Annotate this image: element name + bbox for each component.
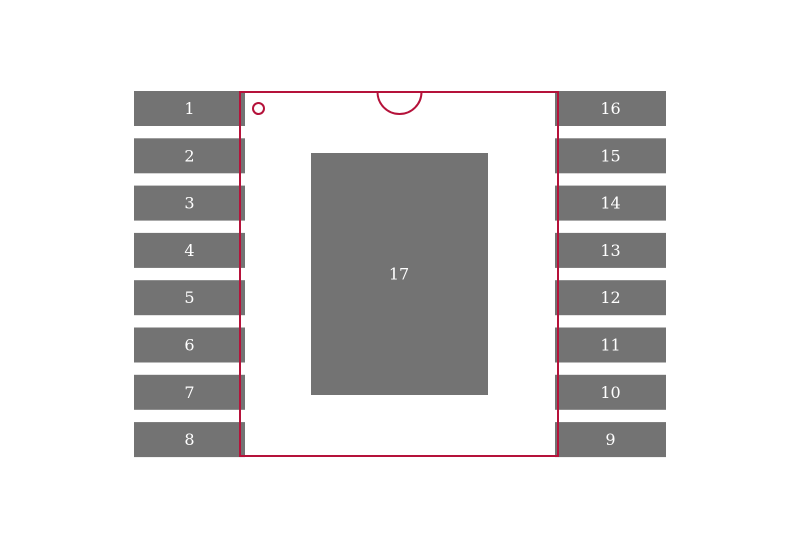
package-body-outline	[239, 91, 559, 457]
pin-pad	[134, 280, 245, 316]
pin-pad	[134, 185, 245, 221]
pin-pad	[555, 280, 666, 316]
pin-pad	[555, 422, 666, 458]
pin-pad	[555, 232, 666, 268]
pin-number-label: 5	[184, 288, 194, 307]
pin-pad	[134, 91, 245, 126]
pin-number-label: 3	[184, 194, 194, 213]
pin-pad	[555, 138, 666, 174]
pin-pad	[134, 138, 245, 174]
pin-pad	[134, 374, 245, 410]
pin-pad	[555, 185, 666, 221]
pin-number-label: 12	[600, 288, 620, 307]
pin-number-label: 9	[605, 430, 615, 449]
pin-pad	[555, 374, 666, 410]
pin-pad	[555, 327, 666, 363]
pin-number-label: 11	[600, 336, 620, 355]
pin-pad	[134, 327, 245, 363]
pin-number-label: 4	[184, 241, 194, 260]
pin-number-label: 1	[184, 99, 194, 118]
left-pin-column: 1 2 3 4 5 6 7 8	[134, 91, 245, 458]
pin-number-label: 15	[600, 146, 620, 165]
pin-number-label: 16	[600, 99, 620, 118]
pin-pad	[555, 91, 666, 126]
pin-pad	[134, 422, 245, 458]
pin-number-label: 6	[184, 336, 194, 355]
thermal-pad	[311, 153, 488, 395]
pin-pad	[134, 232, 245, 268]
pin-number-label: 14	[600, 194, 620, 213]
right-pin-column: 16 15 14 13 12 11 10 9	[555, 91, 666, 458]
pin1-notch	[376, 91, 423, 115]
pin1-marker-dot	[252, 102, 265, 115]
pin-number-label: 8	[184, 430, 194, 449]
pin-number-label: 13	[600, 241, 620, 260]
pin-number-label: 7	[184, 383, 194, 402]
thermal-pad-label: 17	[389, 265, 409, 284]
pin-number-label: 2	[184, 146, 194, 165]
pin-number-label: 10	[600, 383, 620, 402]
